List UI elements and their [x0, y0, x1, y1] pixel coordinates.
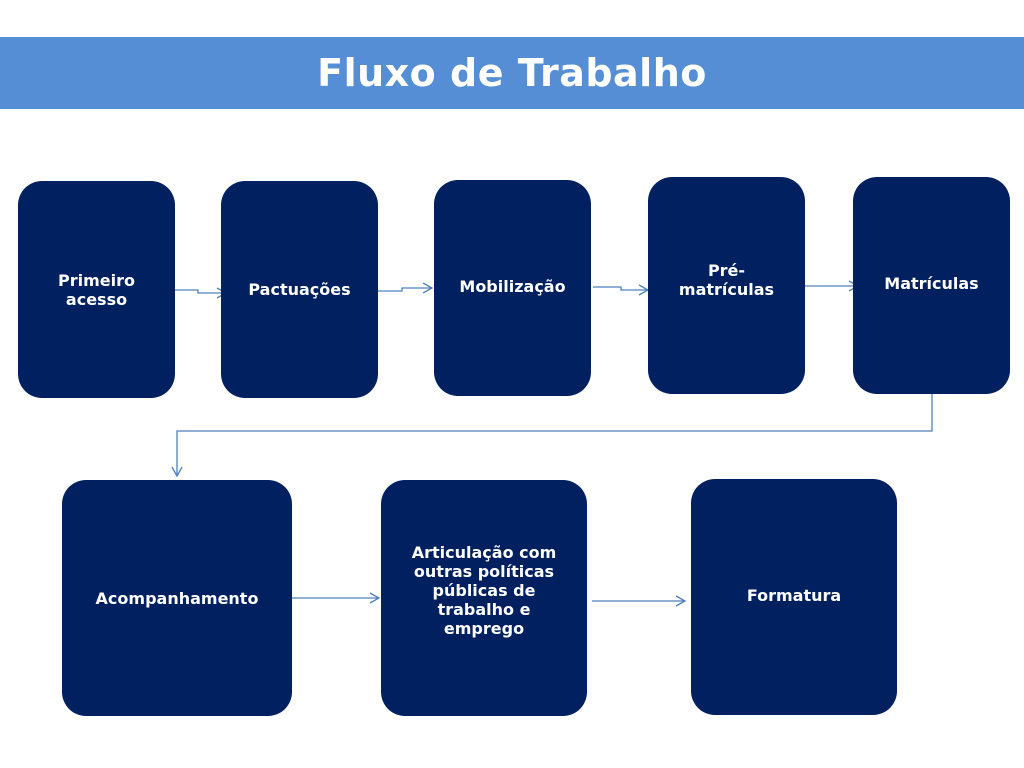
- step-label: Pactuações: [248, 280, 351, 299]
- step-label: Acompanhamento: [95, 588, 259, 608]
- step-pre-matriculas: Pré- matrículas: [648, 177, 805, 394]
- step-label: Formatura: [746, 585, 842, 605]
- step-label: Articulação com outras políticas pública…: [411, 542, 557, 638]
- connector-pactuacoes-to-mobilizacao: [373, 282, 434, 294]
- step-label: Pré- matrículas: [678, 260, 775, 299]
- step-primeiro-acesso: Primeiro acesso: [18, 181, 175, 398]
- step-formatura: Formatura: [691, 479, 897, 715]
- step-pactuacoes: Pactuações: [221, 181, 378, 398]
- step-label: Primeiro acesso: [58, 270, 135, 309]
- step-label: Mobilização: [459, 276, 566, 296]
- step-mobilizacao: Mobilização: [434, 180, 591, 396]
- connector-matriculas-to-acompanhamento: [171, 386, 933, 478]
- connector-mobilizacao-to-prematriculas: [593, 284, 650, 296]
- step-matriculas: Matrículas: [853, 177, 1010, 394]
- title-bar: Fluxo de Trabalho: [0, 37, 1024, 109]
- slide-title: Fluxo de Trabalho: [317, 51, 707, 95]
- step-acompanhamento: Acompanhamento: [62, 480, 292, 716]
- step-articulacao: Articulação com outras políticas pública…: [381, 480, 587, 716]
- step-label: Matrículas: [884, 274, 979, 293]
- connector-primeiro-to-pactuacoes: [170, 287, 228, 299]
